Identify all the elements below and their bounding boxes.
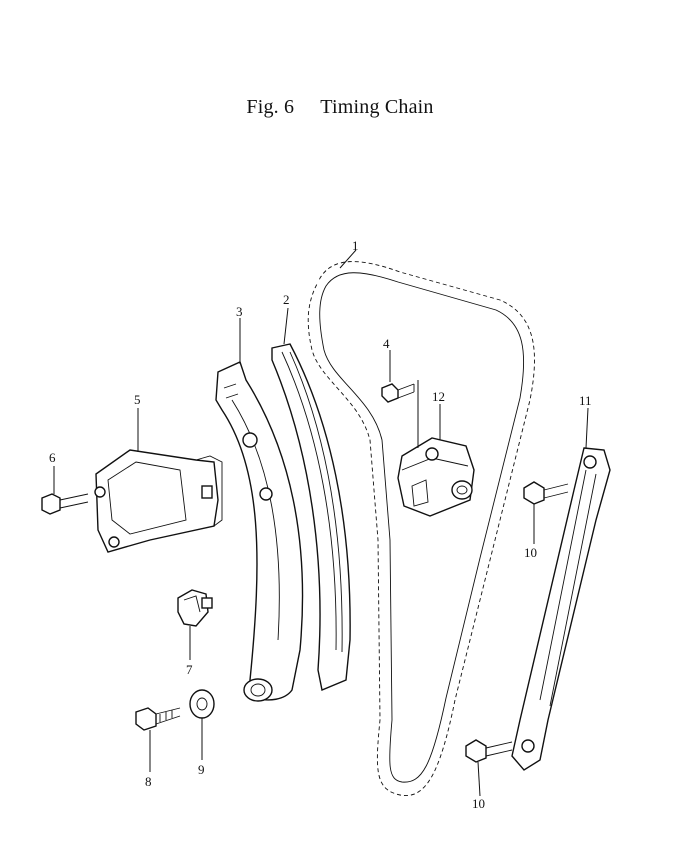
callout-2: 2	[283, 292, 290, 307]
callout-11: 11	[579, 393, 592, 408]
chain-tensioner	[397, 437, 475, 517]
bolt-10-upper	[523, 481, 569, 505]
callout-3: 3	[236, 304, 243, 319]
leader-lines	[53, 249, 589, 797]
washer-9	[189, 689, 215, 719]
bolt-6	[41, 493, 89, 515]
callout-12: 12	[432, 389, 445, 404]
bolt-8	[135, 707, 181, 731]
callout-8: 8	[145, 774, 152, 789]
callout-6: 6	[49, 450, 56, 465]
figure-caption: Timing Chain	[320, 96, 434, 118]
guide-bracket	[94, 449, 223, 553]
tensioner-arm	[215, 361, 304, 702]
figure-title: Fig. 6 Timing Chain	[0, 96, 680, 119]
callout-4: 4	[383, 336, 390, 351]
timing-chain	[307, 260, 536, 797]
chain-guide	[271, 343, 351, 691]
callout-numbers: 1 2 3 4 5 6 7 8 9 10 10 11 12	[49, 238, 592, 811]
bolt-10-lower	[465, 739, 513, 763]
guide-clip	[177, 589, 213, 627]
callout-10-lower: 10	[472, 796, 485, 811]
callout-5: 5	[134, 392, 141, 407]
figure-label: Fig. 6	[246, 96, 295, 118]
bolt-4	[381, 383, 415, 403]
callout-9: 9	[198, 762, 205, 777]
fixed-guide-right	[511, 447, 611, 771]
callout-1: 1	[352, 238, 359, 253]
callout-10-upper: 10	[524, 545, 537, 560]
callout-7: 7	[186, 662, 193, 677]
